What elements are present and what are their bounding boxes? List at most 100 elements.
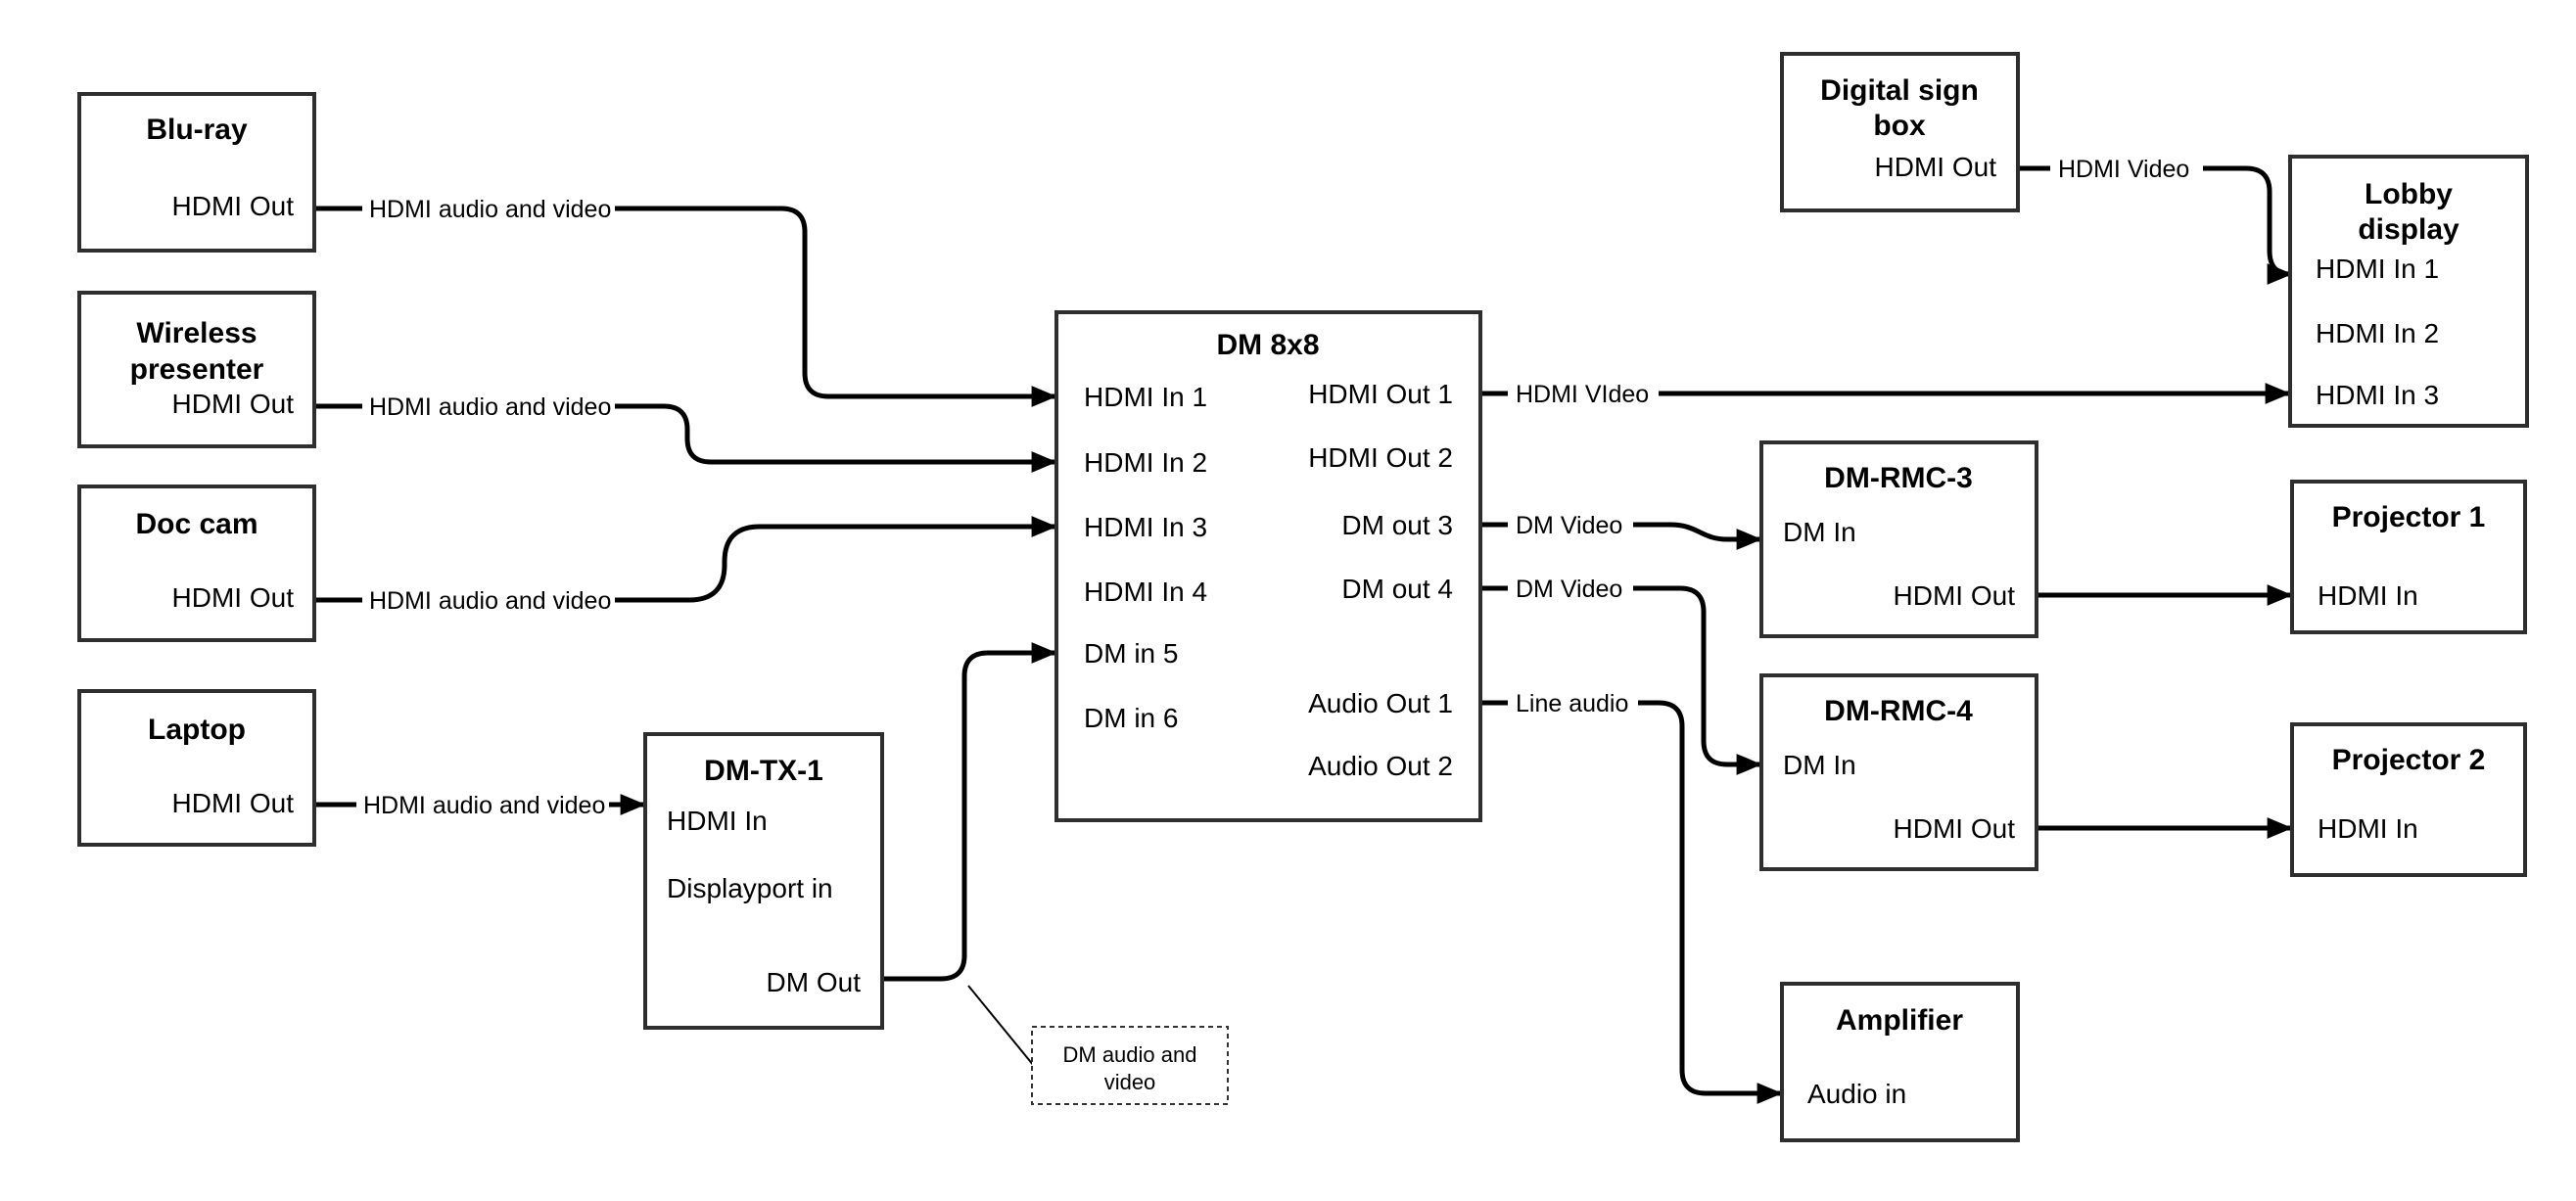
wire-label-dm-out3: DM Video: [1516, 512, 1622, 539]
note-dm-audio-and-video: DM audio and video: [1031, 1026, 1229, 1105]
wire-wireless-to-dm8x8: [314, 403, 1054, 462]
wire-bluray-to-dm8x8: [314, 206, 1054, 396]
dm8x8-port-hdmi-in-2: HDMI In 2: [1084, 447, 1207, 478]
note-text-line2: video: [1104, 1070, 1156, 1094]
dmrmc4-port-dm-in: DM In: [1783, 750, 1856, 780]
lobby-port-hdmi-in-2: HDMI In 2: [2316, 318, 2439, 348]
wire-labels: HDMI audio and video HDMI audio and vide…: [356, 152, 2203, 821]
bluray-box: [77, 92, 316, 253]
dmrmc3-title: DM-RMC-3: [1824, 462, 1973, 494]
dmtx1-box: [643, 732, 884, 1030]
laptop-port-hdmi-out: HDMI Out: [172, 788, 295, 818]
laptop-title: Laptop: [148, 714, 246, 746]
note-callout-line: [967, 985, 1035, 1067]
node-dm-8x8: DM 8x8 HDMI In 1 HDMI In 2 HDMI In 3 HDM…: [1054, 310, 1482, 822]
projector2-port-hdmi-in: HDMI In: [2318, 813, 2418, 844]
dmrmc3-port-hdmi-out: HDMI Out: [1894, 580, 2016, 611]
wire-label-laptop: HDMI audio and video: [363, 792, 605, 819]
bluray-port-hdmi-out: HDMI Out: [172, 191, 295, 221]
digital-sign-title-line2: box: [1873, 110, 1926, 142]
wire-label-wireless: HDMI audio and video: [369, 393, 611, 421]
dm8x8-title: DM 8x8: [1216, 329, 1319, 361]
dm8x8-port-dm-in-6: DM in 6: [1084, 703, 1178, 733]
dm8x8-port-dm-in-5: DM in 5: [1084, 638, 1178, 669]
wire-label-bg: [2050, 152, 2203, 185]
wire-dm8x8-out3-to-dmrmc3: [1480, 525, 1759, 539]
node-dm-rmc-3: DM-RMC-3 DM In HDMI Out: [1759, 440, 2038, 638]
dmrmc4-port-hdmi-out: HDMI Out: [1894, 813, 2016, 844]
dmrmc4-title: DM-RMC-4: [1824, 695, 1973, 727]
wire-label-dm-out4: DM Video: [1516, 576, 1622, 603]
projector1-title: Projector 1: [2332, 501, 2486, 533]
wire-dm8x8-audio1-to-amplifier: [1480, 700, 1780, 1093]
node-projector-2: Projector 2 HDMI In: [2290, 722, 2527, 877]
node-doc-cam: Doc cam HDMI Out: [77, 485, 316, 642]
wire-label-bg: [1508, 572, 1633, 605]
wires: [314, 165, 2290, 1093]
digital-sign-box: [1780, 52, 2020, 212]
digital-sign-title-line1: Digital sign: [1820, 74, 1979, 107]
dmtx1-port-displayport-in: Displayport in: [667, 873, 833, 903]
node-bluray: Blu-ray HDMI Out: [77, 92, 316, 253]
amplifier-title: Amplifier: [1836, 1004, 1963, 1037]
projector2-box: [2290, 722, 2527, 877]
wire-label-bg: [1508, 686, 1638, 719]
wire-label-digital-sign: HDMI Video: [2058, 156, 2189, 183]
wire-label-bluray: HDMI audio and video: [369, 196, 611, 223]
dmrmc3-port-dm-in: DM In: [1783, 517, 1856, 547]
wire-label-bg: [356, 788, 609, 821]
wire-label-bg: [362, 192, 615, 225]
dm8x8-port-hdmi-in-1: HDMI In 1: [1084, 382, 1207, 412]
lobby-display-title-line2: display: [2358, 213, 2459, 246]
node-dm-tx-1: DM-TX-1 HDMI In Displayport in DM Out: [643, 732, 884, 1030]
wire-digitalsign-to-lobby: [2018, 165, 2290, 274]
doccam-title: Doc cam: [135, 508, 258, 540]
wire-label-bg: [1508, 508, 1633, 541]
dm8x8-port-hdmi-in-3: HDMI In 3: [1084, 512, 1207, 542]
wire-doccam-to-dm8x8: [314, 527, 1054, 603]
wireless-title-line2: presenter: [130, 353, 264, 386]
dmtx1-port-dm-out: DM Out: [767, 967, 862, 997]
wire-dm8x8-out4-to-dmrmc4: [1480, 585, 1759, 764]
wire-label-hdmi-out1: HDMI VIdeo: [1516, 381, 1649, 408]
node-digital-sign-box: Digital sign box HDMI Out: [1780, 52, 2020, 212]
wireless-title-line1: Wireless: [136, 317, 257, 349]
note-box: [1031, 1026, 1229, 1105]
dm8x8-box: [1054, 310, 1482, 822]
wire-label-bg: [1508, 377, 1659, 410]
dm8x8-port-dm-out-3: DM out 3: [1341, 510, 1453, 540]
lobby-port-hdmi-in-3: HDMI In 3: [2316, 380, 2439, 410]
amplifier-port-audio-in: Audio in: [1807, 1079, 1906, 1109]
doccam-box: [77, 485, 316, 642]
bluray-title: Blu-ray: [146, 114, 248, 146]
dm8x8-port-audio-out-2: Audio Out 2: [1308, 751, 1453, 781]
dm8x8-port-hdmi-out-1: HDMI Out 1: [1308, 379, 1453, 409]
projector2-title: Projector 2: [2332, 744, 2486, 776]
projector1-port-hdmi-in: HDMI In: [2318, 580, 2418, 611]
wire-dmtx1-to-dm8x8: [882, 642, 1057, 982]
dm8x8-port-dm-out-4: DM out 4: [1341, 574, 1453, 604]
node-laptop: Laptop HDMI Out: [77, 689, 316, 847]
wire-label-audio-out1: Line audio: [1516, 690, 1628, 717]
dmtx1-port-hdmi-in: HDMI In: [667, 806, 768, 836]
amplifier-box: [1780, 982, 2020, 1142]
node-projector-1: Projector 1 HDMI In: [2290, 480, 2527, 634]
dmtx1-title: DM-TX-1: [704, 755, 823, 787]
wire-label-doccam: HDMI audio and video: [369, 587, 611, 615]
doccam-port-hdmi-out: HDMI Out: [172, 582, 295, 613]
node-amplifier: Amplifier Audio in: [1780, 982, 2020, 1142]
digital-sign-port-hdmi-out: HDMI Out: [1875, 152, 1997, 182]
dm8x8-port-audio-out-1: Audio Out 1: [1308, 688, 1453, 718]
node-dm-rmc-4: DM-RMC-4 DM In HDMI Out: [1759, 673, 2038, 871]
note-text-line1: DM audio and: [1063, 1042, 1197, 1067]
lobby-display-box: [2288, 155, 2529, 428]
lobby-display-title-line1: Lobby: [2365, 178, 2453, 210]
dm8x8-port-hdmi-in-4: HDMI In 4: [1084, 577, 1207, 607]
wireless-box: [77, 291, 316, 448]
dmrmc4-box: [1759, 673, 2038, 871]
wire-label-bg: [362, 583, 615, 617]
dm8x8-port-hdmi-out-2: HDMI Out 2: [1308, 442, 1453, 473]
dmrmc3-box: [1759, 440, 2038, 638]
